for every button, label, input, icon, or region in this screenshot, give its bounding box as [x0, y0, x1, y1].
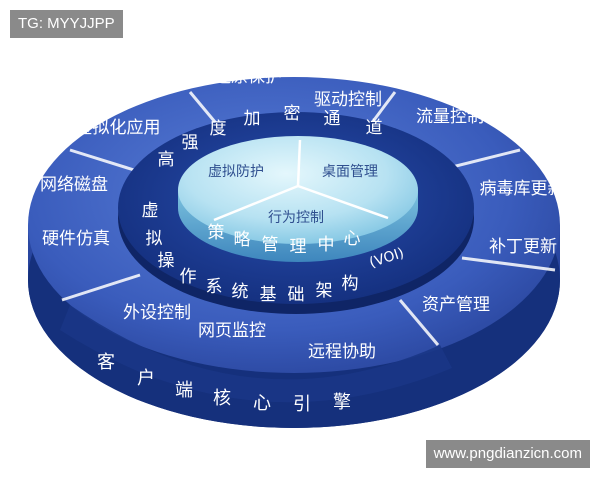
middle-ring-glyph: 构	[342, 274, 359, 294]
outer-ring-label: 驱动控制	[314, 90, 382, 110]
watermark-bottom-right: www.pngdianzicn.com	[425, 440, 590, 468]
middle-ring-glyph: 虚	[142, 201, 159, 221]
middle-ring-glyph: 中	[318, 235, 335, 255]
middle-ring-glyph: 加	[244, 109, 261, 129]
middle-ring-glyph: 基	[260, 285, 277, 305]
hub-label: 桌面管理	[322, 164, 378, 180]
middle-ring-glyph: 策	[208, 223, 225, 243]
middle-ring-glyph: 心	[344, 229, 361, 249]
middle-ring-glyph: 道	[366, 118, 383, 138]
base-band	[60, 305, 452, 403]
middle-ring-glyph: 统	[232, 282, 249, 302]
hub	[178, 136, 418, 262]
outer-ring-label: 网页监控	[198, 321, 266, 341]
outer-ring-label: 虚拟化应用	[76, 118, 161, 138]
outer-ring-label: 流量控制	[416, 107, 484, 127]
hub-dividers	[213, 139, 389, 222]
base-band-labels: 客户端核 心 引 擎	[97, 352, 351, 415]
outer-ring-label: 补丁更新	[489, 237, 557, 257]
middle-ring-glyph: 理	[290, 237, 307, 257]
base-band-glyph: 端	[175, 380, 193, 401]
middle-ring-glyph: 高	[158, 150, 175, 170]
middle-ring-glyph: 密	[284, 104, 301, 124]
middle-ring-glyph: 作	[180, 267, 197, 287]
middle-ring-glyph: 通	[324, 109, 341, 129]
middle-ring-glyph: 强	[182, 133, 199, 153]
base-band-glyph: 心	[253, 393, 271, 414]
hub-label: 虚拟防护	[208, 164, 264, 180]
base-band-glyph: 引	[293, 394, 311, 415]
watermark-top-left: TG: MYYJJPP	[10, 10, 123, 38]
outer-ring-label: 硬件仿真	[42, 229, 110, 249]
outer-ring-label: 远程协助	[308, 342, 376, 362]
base-band-glyph: 客	[97, 352, 115, 373]
outer-ring-label: 网络磁盘	[40, 175, 108, 195]
middle-ring-glyph: 略	[234, 230, 251, 250]
base-band-glyph: 核	[213, 388, 231, 409]
hub-top	[178, 136, 418, 244]
outer-ring-label: 病毒库更新	[480, 179, 565, 199]
outer-ring-label: 外设控制	[123, 303, 191, 323]
middle-ring-glyph: 操	[158, 251, 175, 271]
base-band-glyph: 户	[137, 368, 155, 389]
base-band-glyph: 擎	[333, 392, 351, 413]
middle-ring-glyph: 础	[288, 285, 305, 305]
middle-ring-glyph: 管	[262, 235, 279, 255]
middle-ring-glyph: 架	[316, 281, 333, 301]
hub-label: 行为控制	[268, 210, 324, 226]
middle-ring-glyph: 度	[210, 119, 227, 139]
outer-ring-label: 还原保护	[214, 67, 282, 87]
middle-ring-glyph: 系	[206, 277, 223, 297]
middle-ring-glyph: 拟	[146, 229, 163, 249]
outer-ring-label: 资产管理	[422, 295, 490, 315]
